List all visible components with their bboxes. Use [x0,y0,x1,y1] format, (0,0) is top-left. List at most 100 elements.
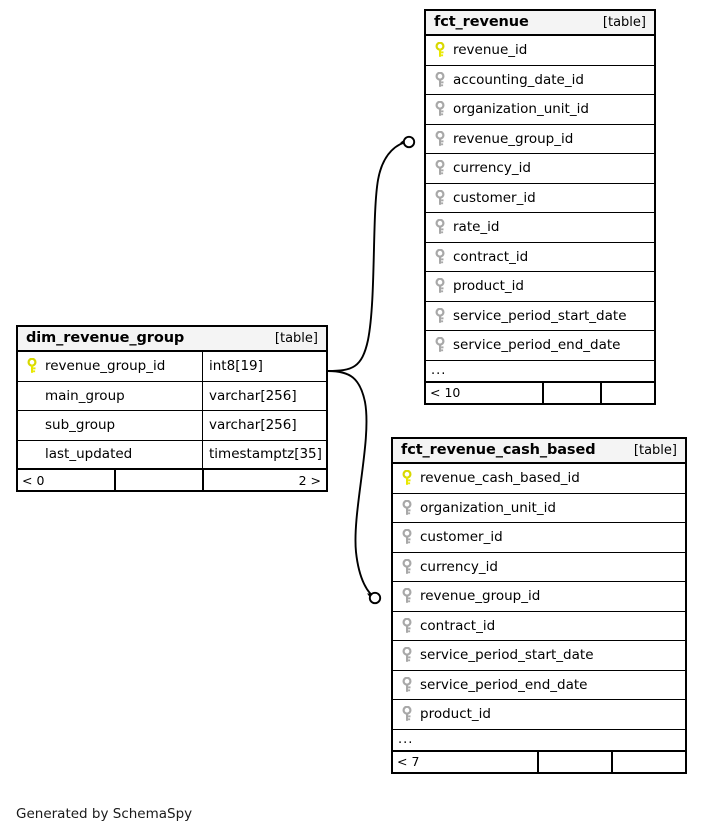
column-name-cell: service_period_start_date [393,646,685,663]
table-fct-revenue-cash-based[interactable]: fct_revenue_cash_based [table] revenue_c… [391,437,687,774]
table-type-tag: [table] [602,14,646,30]
column-label: last_updated [45,446,133,463]
footer-middle-cell [542,382,600,403]
column-label: revenue_id [453,42,528,59]
table-row[interactable]: service_period_start_date [426,301,654,331]
column-label: organization_unit_id [420,499,556,516]
column-type: varchar[256] [202,411,326,440]
column-label: product_id [453,278,524,295]
primary-key-icon [400,469,414,486]
foreign-key-icon [433,189,447,206]
column-name-cell: service_period_end_date [393,676,685,693]
column-name-cell: currency_id [426,159,654,176]
table-row[interactable]: revenue_cash_based_id [393,464,685,494]
zero-cardinality-circle [402,135,416,149]
foreign-key-icon [433,218,447,235]
table-row[interactable]: revenue_group_id [426,124,654,154]
foreign-key-icon [433,130,447,147]
table-row[interactable]: product_id [393,700,685,730]
table-fields-dim-revenue-group: revenue_group_id int8[19] main_group var… [18,352,326,470]
foreign-key-icon [400,587,414,604]
generated-by-caption: Generated by SchemaSpy [16,806,193,822]
column-label: service_period_start_date [453,307,627,324]
footer-children-count [611,751,685,772]
footer-children-count [600,382,654,403]
table-header-fct-revenue: fct_revenue [table] [426,11,654,36]
column-name-cell: currency_id [393,558,685,575]
table-row[interactable]: service_period_start_date [393,641,685,671]
column-name-cell: service_period_start_date [426,307,654,324]
table-row[interactable]: currency_id [393,552,685,582]
table-row[interactable]: revenue_id [426,36,654,66]
zero-cardinality-circle [368,591,382,605]
column-label: service_period_end_date [453,337,621,354]
relationship-line-fct-revenue [327,135,416,372]
table-row[interactable]: contract_id [393,611,685,641]
footer-middle-cell [537,751,611,772]
column-name-cell: organization_unit_id [426,100,654,118]
foreign-key-icon [433,71,447,88]
table-row[interactable]: product_id [426,272,654,302]
foreign-key-icon [400,705,414,722]
column-name-cell: revenue_group_id [393,587,685,604]
table-title: dim_revenue_group [26,330,185,346]
column-name-cell: revenue_group_id [18,357,202,375]
table-row[interactable]: revenue_group_id int8[19] [18,352,326,382]
column-type: int8[19] [202,352,326,381]
footer-parents-count: < 10 [430,385,461,400]
table-fields-fct-revenue-cash-based: revenue_cash_based_id organization_unit_… [393,464,685,730]
column-name-cell: product_id [393,705,685,722]
table-row[interactable]: last_updated timestamptz[35] [18,440,326,470]
table-row[interactable]: revenue_group_id [393,582,685,612]
foreign-key-icon [400,528,414,545]
table-type-tag: [table] [633,442,677,458]
table-row[interactable]: customer_id [426,183,654,213]
column-name-cell: customer_id [393,528,685,546]
column-label: organization_unit_id [453,101,589,118]
column-label: currency_id [420,558,498,575]
table-title: fct_revenue [434,14,529,30]
column-name-cell: product_id [426,277,654,295]
table-row[interactable]: service_period_end_date [393,670,685,700]
column-label: sub_group [45,417,116,434]
column-name-cell: revenue_cash_based_id [393,469,685,487]
column-name-cell: revenue_id [426,41,654,59]
column-label: rate_id [453,219,500,236]
column-label: customer_id [453,189,536,206]
foreign-key-icon [400,646,414,663]
table-row[interactable]: main_group varchar[256] [18,381,326,411]
table-fields-fct-revenue: revenue_id accounting_date_id organizati… [426,36,654,361]
relationship-line-fct-revenue-cash-based [327,370,382,605]
column-label: main_group [45,387,125,404]
table-row[interactable]: service_period_end_date [426,331,654,361]
column-label: customer_id [420,529,503,546]
table-row[interactable]: customer_id [393,523,685,553]
table-row[interactable]: contract_id [426,242,654,272]
column-label: revenue_cash_based_id [420,470,580,487]
table-footer-fct-revenue-cash-based: < 7 [393,751,685,772]
table-fct-revenue[interactable]: fct_revenue [table] revenue_id accountin… [424,9,656,405]
table-dim-revenue-group[interactable]: dim_revenue_group [table] revenue_group_… [16,325,328,492]
column-name-cell: accounting_date_id [426,71,654,88]
table-row[interactable]: organization_unit_id [426,95,654,125]
column-label: revenue_group_id [45,358,166,375]
primary-key-icon [433,41,447,58]
column-name-cell: contract_id [426,248,654,265]
table-row[interactable]: sub_group varchar[256] [18,411,326,441]
table-row[interactable]: rate_id [426,213,654,243]
table-footer-dim-revenue-group: < 0 2 > [18,470,326,490]
table-type-tag: [table] [274,330,318,346]
table-row[interactable]: currency_id [426,154,654,184]
footer-parents-count: < 0 [22,472,45,488]
foreign-key-icon [400,558,414,575]
table-row[interactable]: organization_unit_id [393,493,685,523]
column-type: varchar[256] [202,381,326,410]
column-name-cell: revenue_group_id [426,130,654,147]
foreign-key-icon [400,617,414,634]
column-name-cell: organization_unit_id [393,499,685,516]
column-label: service_period_end_date [420,676,588,693]
more-columns-indicator: ... [393,730,685,752]
table-row[interactable]: accounting_date_id [426,65,654,95]
column-name-cell: sub_group [18,417,202,433]
